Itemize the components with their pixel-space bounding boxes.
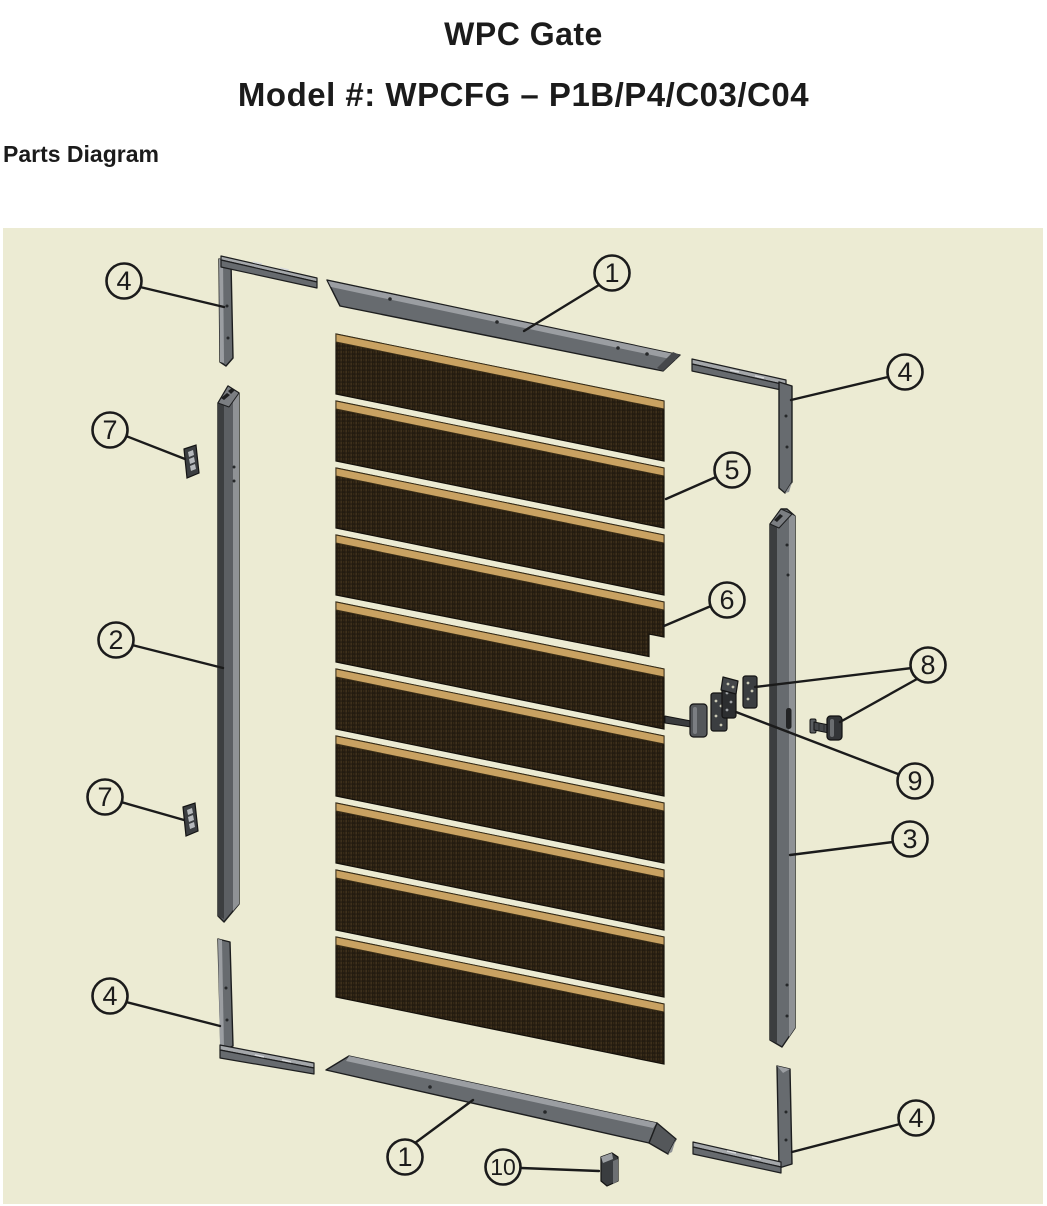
svg-text:7: 7 — [102, 415, 117, 445]
top-rail — [326, 279, 681, 372]
callout-5: 5 — [664, 451, 751, 501]
svg-text:10: 10 — [490, 1154, 516, 1180]
corner-bracket-bottom-left — [217, 938, 315, 1075]
hinge-assembly — [664, 675, 758, 738]
callout-4-top-left: 4 — [105, 262, 226, 309]
right-side-rail — [769, 508, 796, 1048]
callout-2: 2 — [97, 621, 225, 670]
model-number: Model #: WPCFG – P1B/P4/C03/C04 — [237, 76, 810, 113]
svg-text:4: 4 — [908, 1103, 923, 1133]
left-side-rail — [217, 385, 240, 923]
bottom-rail — [325, 1055, 677, 1155]
callout-9: 9 — [734, 710, 934, 800]
mount-clip-upper — [183, 444, 200, 479]
svg-text:7: 7 — [97, 782, 112, 812]
callout-4-bottom-left: 4 — [91, 977, 222, 1028]
svg-text:2: 2 — [108, 625, 123, 655]
svg-text:4: 4 — [102, 981, 117, 1011]
callout-7-lower: 7 — [86, 778, 186, 822]
hinge-leaf — [742, 675, 758, 709]
callouts: 1 4 4 7 5 — [86, 254, 947, 1186]
callout-3: 3 — [788, 820, 929, 858]
callout-4-top-right: 4 — [789, 353, 924, 402]
callout-8: 8 — [753, 646, 947, 724]
corner-bracket-bottom-right — [692, 1065, 793, 1174]
callout-6: 6 — [662, 581, 746, 628]
svg-text:9: 9 — [907, 766, 922, 796]
callout-4-bottom-right: 4 — [790, 1099, 935, 1154]
svg-text:3: 3 — [902, 824, 917, 854]
svg-text:8: 8 — [920, 650, 935, 680]
callout-1-bottom: 1 — [386, 1098, 475, 1176]
gate-slats — [335, 333, 665, 1065]
latch-clip — [600, 1152, 619, 1187]
mount-clip-lower — [182, 802, 199, 837]
svg-text:1: 1 — [604, 258, 619, 288]
svg-text:6: 6 — [719, 585, 734, 615]
corner-bracket-top-left — [218, 255, 318, 367]
svg-text:4: 4 — [116, 266, 131, 296]
callout-7-upper: 7 — [91, 411, 187, 461]
svg-text:5: 5 — [724, 455, 739, 485]
svg-text:4: 4 — [897, 357, 912, 387]
gate-slat-notched — [335, 534, 665, 658]
callout-10: 10 — [484, 1148, 601, 1186]
section-heading: Parts Diagram — [3, 141, 159, 167]
page-title: WPC Gate — [444, 16, 603, 52]
hinge-bolt — [809, 715, 843, 741]
callout-1-top: 1 — [522, 254, 631, 333]
svg-text:1: 1 — [397, 1142, 412, 1172]
corner-bracket-top-right — [691, 358, 793, 494]
